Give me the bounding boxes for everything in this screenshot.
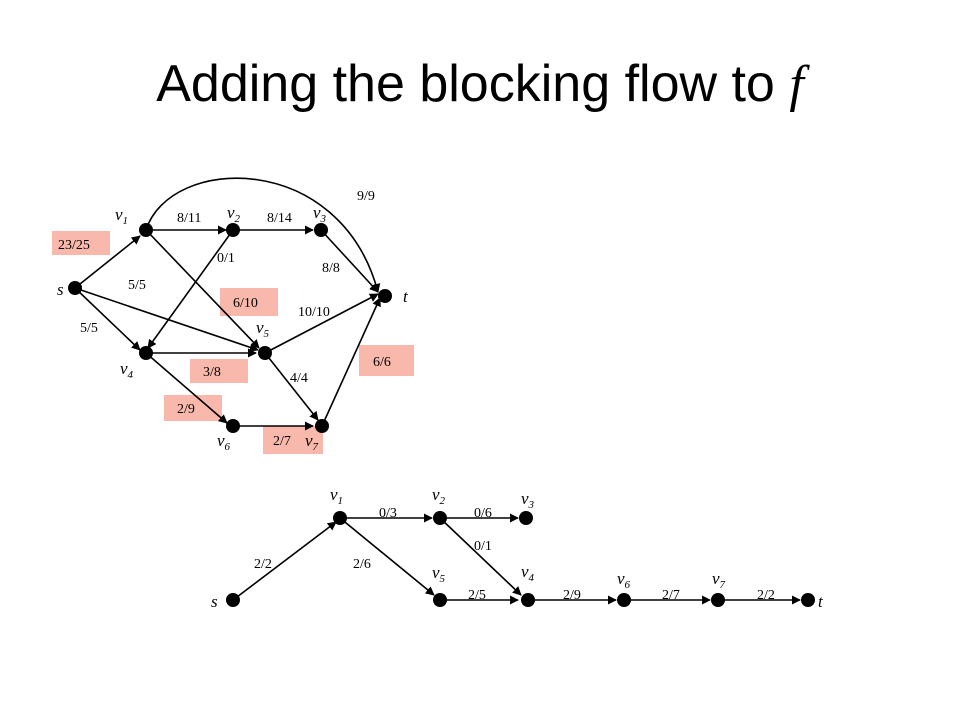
slide-title: Adding the blocking flow to f bbox=[0, 58, 960, 111]
node-v7 bbox=[315, 419, 329, 433]
edge-s-v5 bbox=[74, 287, 259, 352]
node-v1 bbox=[139, 223, 153, 237]
vertex2-label-v1: v1 bbox=[330, 485, 343, 507]
edge2-label-v4-v6: 2/9 bbox=[563, 588, 581, 603]
edge-label-v5-t: 10/10 bbox=[298, 305, 330, 320]
node2-v2 bbox=[433, 511, 447, 525]
edge2-label-v2-v4: 0/1 bbox=[474, 539, 492, 554]
highlight-s-v1 bbox=[52, 231, 110, 255]
node2-v1 bbox=[333, 511, 347, 525]
node-v5 bbox=[258, 346, 272, 360]
edge-label-s-v4: 5/5 bbox=[80, 321, 98, 336]
node-v4 bbox=[139, 346, 153, 360]
edge2-label-v6-v7: 2/7 bbox=[662, 588, 680, 603]
node2-t bbox=[801, 593, 815, 607]
title-variable: f bbox=[789, 56, 804, 113]
edge-v5-v7 bbox=[264, 352, 319, 421]
vertex2-label-s: s bbox=[211, 592, 218, 611]
title-text: Adding the blocking flow to bbox=[156, 55, 790, 113]
edge2-label-v1-v5: 2/6 bbox=[353, 557, 371, 572]
highlight-v4-v6 bbox=[164, 395, 222, 421]
node2-s bbox=[226, 593, 240, 607]
graph-2: s v1 v2 v3 v5 v4 v6 v7 t 2/2 0/3 0/6 0/1… bbox=[211, 485, 824, 611]
node-v6 bbox=[226, 419, 240, 433]
node2-v5 bbox=[433, 593, 447, 607]
edge-v3-t bbox=[320, 229, 379, 293]
edge2-s-v1 bbox=[232, 521, 337, 601]
edge-v2-v4 bbox=[147, 229, 234, 349]
node2-v6 bbox=[617, 593, 631, 607]
vertex2-label-v5: v5 bbox=[432, 563, 446, 585]
vertex-label-v5: v5 bbox=[256, 318, 270, 340]
edge-s-v1 bbox=[74, 235, 141, 289]
node-v2 bbox=[226, 223, 240, 237]
edge-label-v5-v7: 4/4 bbox=[290, 371, 308, 386]
vertex-label-v7: v7 bbox=[305, 431, 319, 453]
edge-label-v4-v5: 3/8 bbox=[203, 365, 221, 380]
edge-v7-t bbox=[321, 297, 381, 427]
vertex-label-v1: v1 bbox=[115, 205, 128, 227]
vertex-label-t: t bbox=[403, 287, 409, 306]
vertex2-label-v6: v6 bbox=[617, 569, 631, 591]
node2-v4 bbox=[521, 593, 535, 607]
edge2-v1-v5 bbox=[339, 517, 435, 596]
edge2-v2-v4 bbox=[439, 517, 522, 596]
edge2-label-v7-t: 2/2 bbox=[757, 588, 775, 603]
graph-1: s v1 v2 v3 t v4 v5 v6 v7 23/25 8/11 8/14… bbox=[52, 177, 414, 454]
edge2-label-v1-v2: 0/3 bbox=[379, 506, 397, 521]
edge-label-v1-v5: 6/10 bbox=[233, 296, 258, 311]
vertex2-label-t: t bbox=[818, 592, 824, 611]
vertex2-label-v3: v3 bbox=[521, 489, 535, 511]
edge2-label-s-v1: 2/2 bbox=[254, 557, 272, 572]
edge-v1-t bbox=[145, 177, 381, 293]
highlight-v4-v5 bbox=[190, 359, 248, 383]
edge-label-v2-v3: 8/14 bbox=[267, 211, 292, 226]
vertex2-label-v7: v7 bbox=[712, 569, 726, 591]
node2-v3 bbox=[519, 511, 533, 525]
highlight-v1-v5 bbox=[220, 288, 278, 316]
node-v3 bbox=[314, 223, 328, 237]
edge-label-s-v1: 23/25 bbox=[58, 238, 90, 253]
edge-label-v6-v7: 2/7 bbox=[273, 434, 291, 449]
node-t bbox=[378, 289, 392, 303]
edge-label-v7-t: 6/6 bbox=[373, 355, 391, 370]
edge-label-v1-t: 9/9 bbox=[357, 189, 375, 204]
edge-label-v3-t: 8/8 bbox=[322, 261, 340, 276]
edge-v4-v6 bbox=[145, 352, 228, 424]
vertex-label-v4: v4 bbox=[120, 359, 134, 381]
edge-label-v2-v4: 0/1 bbox=[217, 251, 235, 266]
vertex2-label-v2: v2 bbox=[432, 485, 446, 507]
edge-v1-v5 bbox=[145, 229, 260, 349]
edge-v5-t bbox=[264, 293, 379, 354]
vertex2-label-v4: v4 bbox=[521, 562, 535, 584]
vertex-label-v3: v3 bbox=[313, 203, 327, 225]
highlight-v7-t bbox=[359, 345, 414, 376]
edge-label-v4-v6: 2/9 bbox=[177, 402, 195, 417]
node-s bbox=[68, 281, 82, 295]
edge-label-s-v5: 5/5 bbox=[128, 278, 146, 293]
vertex-label-v2: v2 bbox=[227, 203, 241, 225]
highlight-v6-v7 bbox=[263, 426, 323, 454]
edge-label-v1-v2: 8/11 bbox=[177, 211, 201, 226]
edge2-label-v2-v3: 0/6 bbox=[474, 506, 492, 521]
vertex-label-v6: v6 bbox=[217, 431, 231, 453]
edge2-label-v5-v4: 2/5 bbox=[468, 588, 486, 603]
vertex-label-s: s bbox=[57, 280, 64, 299]
node2-v7 bbox=[711, 593, 725, 607]
edge-s-v4 bbox=[74, 287, 141, 351]
